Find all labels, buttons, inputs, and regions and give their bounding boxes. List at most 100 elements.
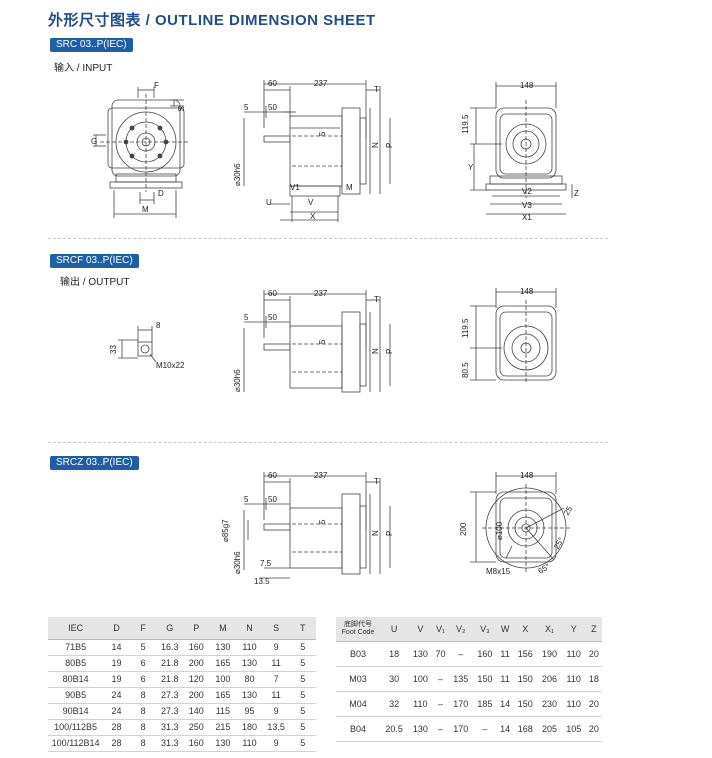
dim-60-c: 60 xyxy=(268,471,277,480)
table-cell: 150 xyxy=(472,666,498,692)
table-header-cell: V₁ xyxy=(432,617,449,642)
section-separator xyxy=(48,442,608,443)
table-cell: 110 xyxy=(561,666,586,692)
dim-M: M xyxy=(142,205,149,214)
dim-V: V xyxy=(308,198,314,207)
dim-5-inner-b: 5 xyxy=(318,339,327,344)
table-cell: 80B14 xyxy=(48,671,104,688)
table-cell: – xyxy=(472,716,498,742)
dim-5-c: 5 xyxy=(244,495,249,504)
table-cell: 150 xyxy=(513,666,538,692)
dim-119-5: 119.5 xyxy=(461,114,470,134)
table-cell: 14 xyxy=(497,691,514,717)
table-cell: 135 xyxy=(448,666,473,692)
table-cell: 31.3 xyxy=(156,735,184,752)
dim-X1: X1 xyxy=(522,213,532,222)
table-cell: 5 xyxy=(289,687,316,704)
table-cell: 70 xyxy=(432,641,449,667)
section-badge-src: SRC 03..P(IEC) xyxy=(50,38,133,52)
dim-phi100: ⌀100 xyxy=(495,521,504,540)
dim-33: 33 xyxy=(109,345,118,354)
table-cell: 27.3 xyxy=(156,703,184,720)
table-cell: 19 xyxy=(103,671,130,688)
table-cell: 27.3 xyxy=(156,687,184,704)
table-header-cell: P xyxy=(183,617,210,640)
table-cell: 110 xyxy=(236,639,263,656)
table-cell: 13.5 xyxy=(262,719,290,736)
dim-P: P xyxy=(385,143,394,148)
dim-T-c: T xyxy=(374,477,379,486)
table-cell: 95 xyxy=(236,703,263,720)
table-cell: 130 xyxy=(209,735,237,752)
dim-N: N xyxy=(371,142,380,148)
srcz-side-view: 60 237 T 5 50 5 N P ⌀85g7 ⌀30h6 7.5 13.5 xyxy=(221,471,394,586)
table-cell: 130 xyxy=(209,639,237,656)
section-label-output: 输出 / OUTPUT xyxy=(60,277,130,288)
table-header-cell: X xyxy=(513,617,538,642)
table-cell: 115 xyxy=(209,703,237,720)
table-header-cell: IEC xyxy=(48,617,104,640)
table-cell: 160 xyxy=(183,639,210,656)
table-cell: 20.5 xyxy=(380,716,409,742)
table-cell: 5 xyxy=(289,639,316,656)
dim-148-c: 148 xyxy=(520,471,534,480)
table-cell: 18 xyxy=(585,666,602,692)
dim-G: G xyxy=(91,137,97,146)
table-cell: 20 xyxy=(585,641,602,667)
dim-119-5-b: 119.5 xyxy=(461,318,470,338)
table-cell: 156 xyxy=(513,641,538,667)
table-cell: 130 xyxy=(236,655,263,672)
table-cell: 200 xyxy=(183,687,210,704)
table-cell: 28 xyxy=(103,735,130,752)
table-header-cell: G xyxy=(156,617,184,640)
table-cell: 110 xyxy=(561,641,586,667)
table-cell: M04 xyxy=(336,691,380,717)
table-cell: 110 xyxy=(408,691,433,717)
src-back-view: 148 119.5 Y V2 V3 X1 Z xyxy=(461,81,579,222)
dim-237-c: 237 xyxy=(314,471,328,480)
table-cell: 24 xyxy=(103,703,130,720)
table-cell: 180 xyxy=(236,719,263,736)
table-header-cell: V₃ xyxy=(472,617,498,642)
table-cell: 14 xyxy=(103,639,130,656)
table-header-cell: S xyxy=(262,617,290,640)
table-cell: B03 xyxy=(336,641,380,667)
table-cell: 8 xyxy=(129,719,157,736)
table-cell: 21.8 xyxy=(156,655,184,672)
dim-M-side: M xyxy=(346,183,353,192)
dim-5-inner-c: 5 xyxy=(318,519,327,524)
table-cell: 250 xyxy=(183,719,210,736)
dim-m10x22: M10x22 xyxy=(156,361,185,370)
table-cell: 100/112B5 xyxy=(48,719,104,736)
table-cell: 230 xyxy=(537,691,562,717)
table-cell: 24 xyxy=(103,687,130,704)
table-cell: 160 xyxy=(183,735,210,752)
table-cell: B04 xyxy=(336,716,380,742)
table-cell: 205 xyxy=(537,716,562,742)
foot-code-header-cn: 底脚代号 xyxy=(344,620,372,628)
section-separator xyxy=(48,238,608,239)
dim-50-b: 50 xyxy=(268,313,277,322)
table-cell: 8 xyxy=(129,735,157,752)
dim-U: U xyxy=(266,198,272,207)
dim-F: F xyxy=(154,81,159,90)
table-cell: 5 xyxy=(289,671,316,688)
table-cell: M03 xyxy=(336,666,380,692)
dim-phi30h6-c: ⌀30h6 xyxy=(233,551,242,574)
dim-148: 148 xyxy=(520,81,534,90)
table-cell: 5 xyxy=(289,655,316,672)
section-badge-srcz: SRCZ 03..P(IEC) xyxy=(50,456,139,470)
table-cell: 206 xyxy=(537,666,562,692)
table-cell: 105 xyxy=(561,716,586,742)
